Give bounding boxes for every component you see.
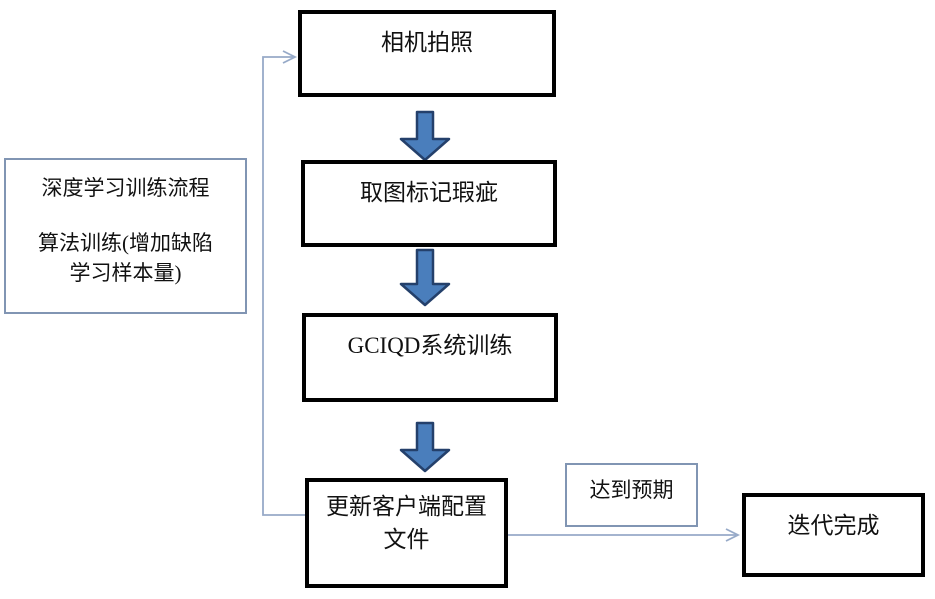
condition-expectation-box: 达到预期 bbox=[565, 463, 698, 527]
loop-connector-arrowhead-icon bbox=[282, 50, 298, 64]
step-mark-defects-box: 取图标记瑕疵 bbox=[301, 160, 557, 247]
down-arrow-icon-2 bbox=[399, 248, 451, 307]
step-update-config-line-2: 文件 bbox=[383, 527, 430, 552]
step-system-training-label: GCIQD系统训练 bbox=[347, 333, 513, 358]
step-camera-label: 相机拍照 bbox=[381, 30, 473, 55]
side-note-line-1: 深度学习训练流程 bbox=[41, 176, 210, 200]
down-arrow-icon-1 bbox=[399, 110, 451, 162]
iteration-done-box: 迭代完成 bbox=[742, 493, 925, 577]
loop-connector-line bbox=[262, 56, 305, 516]
iteration-done-label: 迭代完成 bbox=[787, 513, 880, 538]
step-mark-defects-label: 取图标记瑕疵 bbox=[360, 180, 498, 205]
condition-expectation-label: 达到预期 bbox=[589, 478, 674, 502]
step-system-training-box: GCIQD系统训练 bbox=[302, 313, 558, 402]
side-note-line-2: 算法训练(增加缺陷 bbox=[38, 231, 213, 255]
side-note-line-3: 学习样本量) bbox=[69, 261, 182, 285]
step-update-config-box: 更新客户端配置 文件 bbox=[305, 478, 508, 588]
step-camera-box: 相机拍照 bbox=[298, 10, 556, 97]
step-update-config-line-1: 更新客户端配置 bbox=[326, 494, 487, 519]
done-connector-arrowhead-icon bbox=[725, 528, 741, 542]
side-note-box: 深度学习训练流程 算法训练(增加缺陷 学习样本量) bbox=[4, 158, 247, 314]
down-arrow-icon-3 bbox=[399, 421, 451, 473]
